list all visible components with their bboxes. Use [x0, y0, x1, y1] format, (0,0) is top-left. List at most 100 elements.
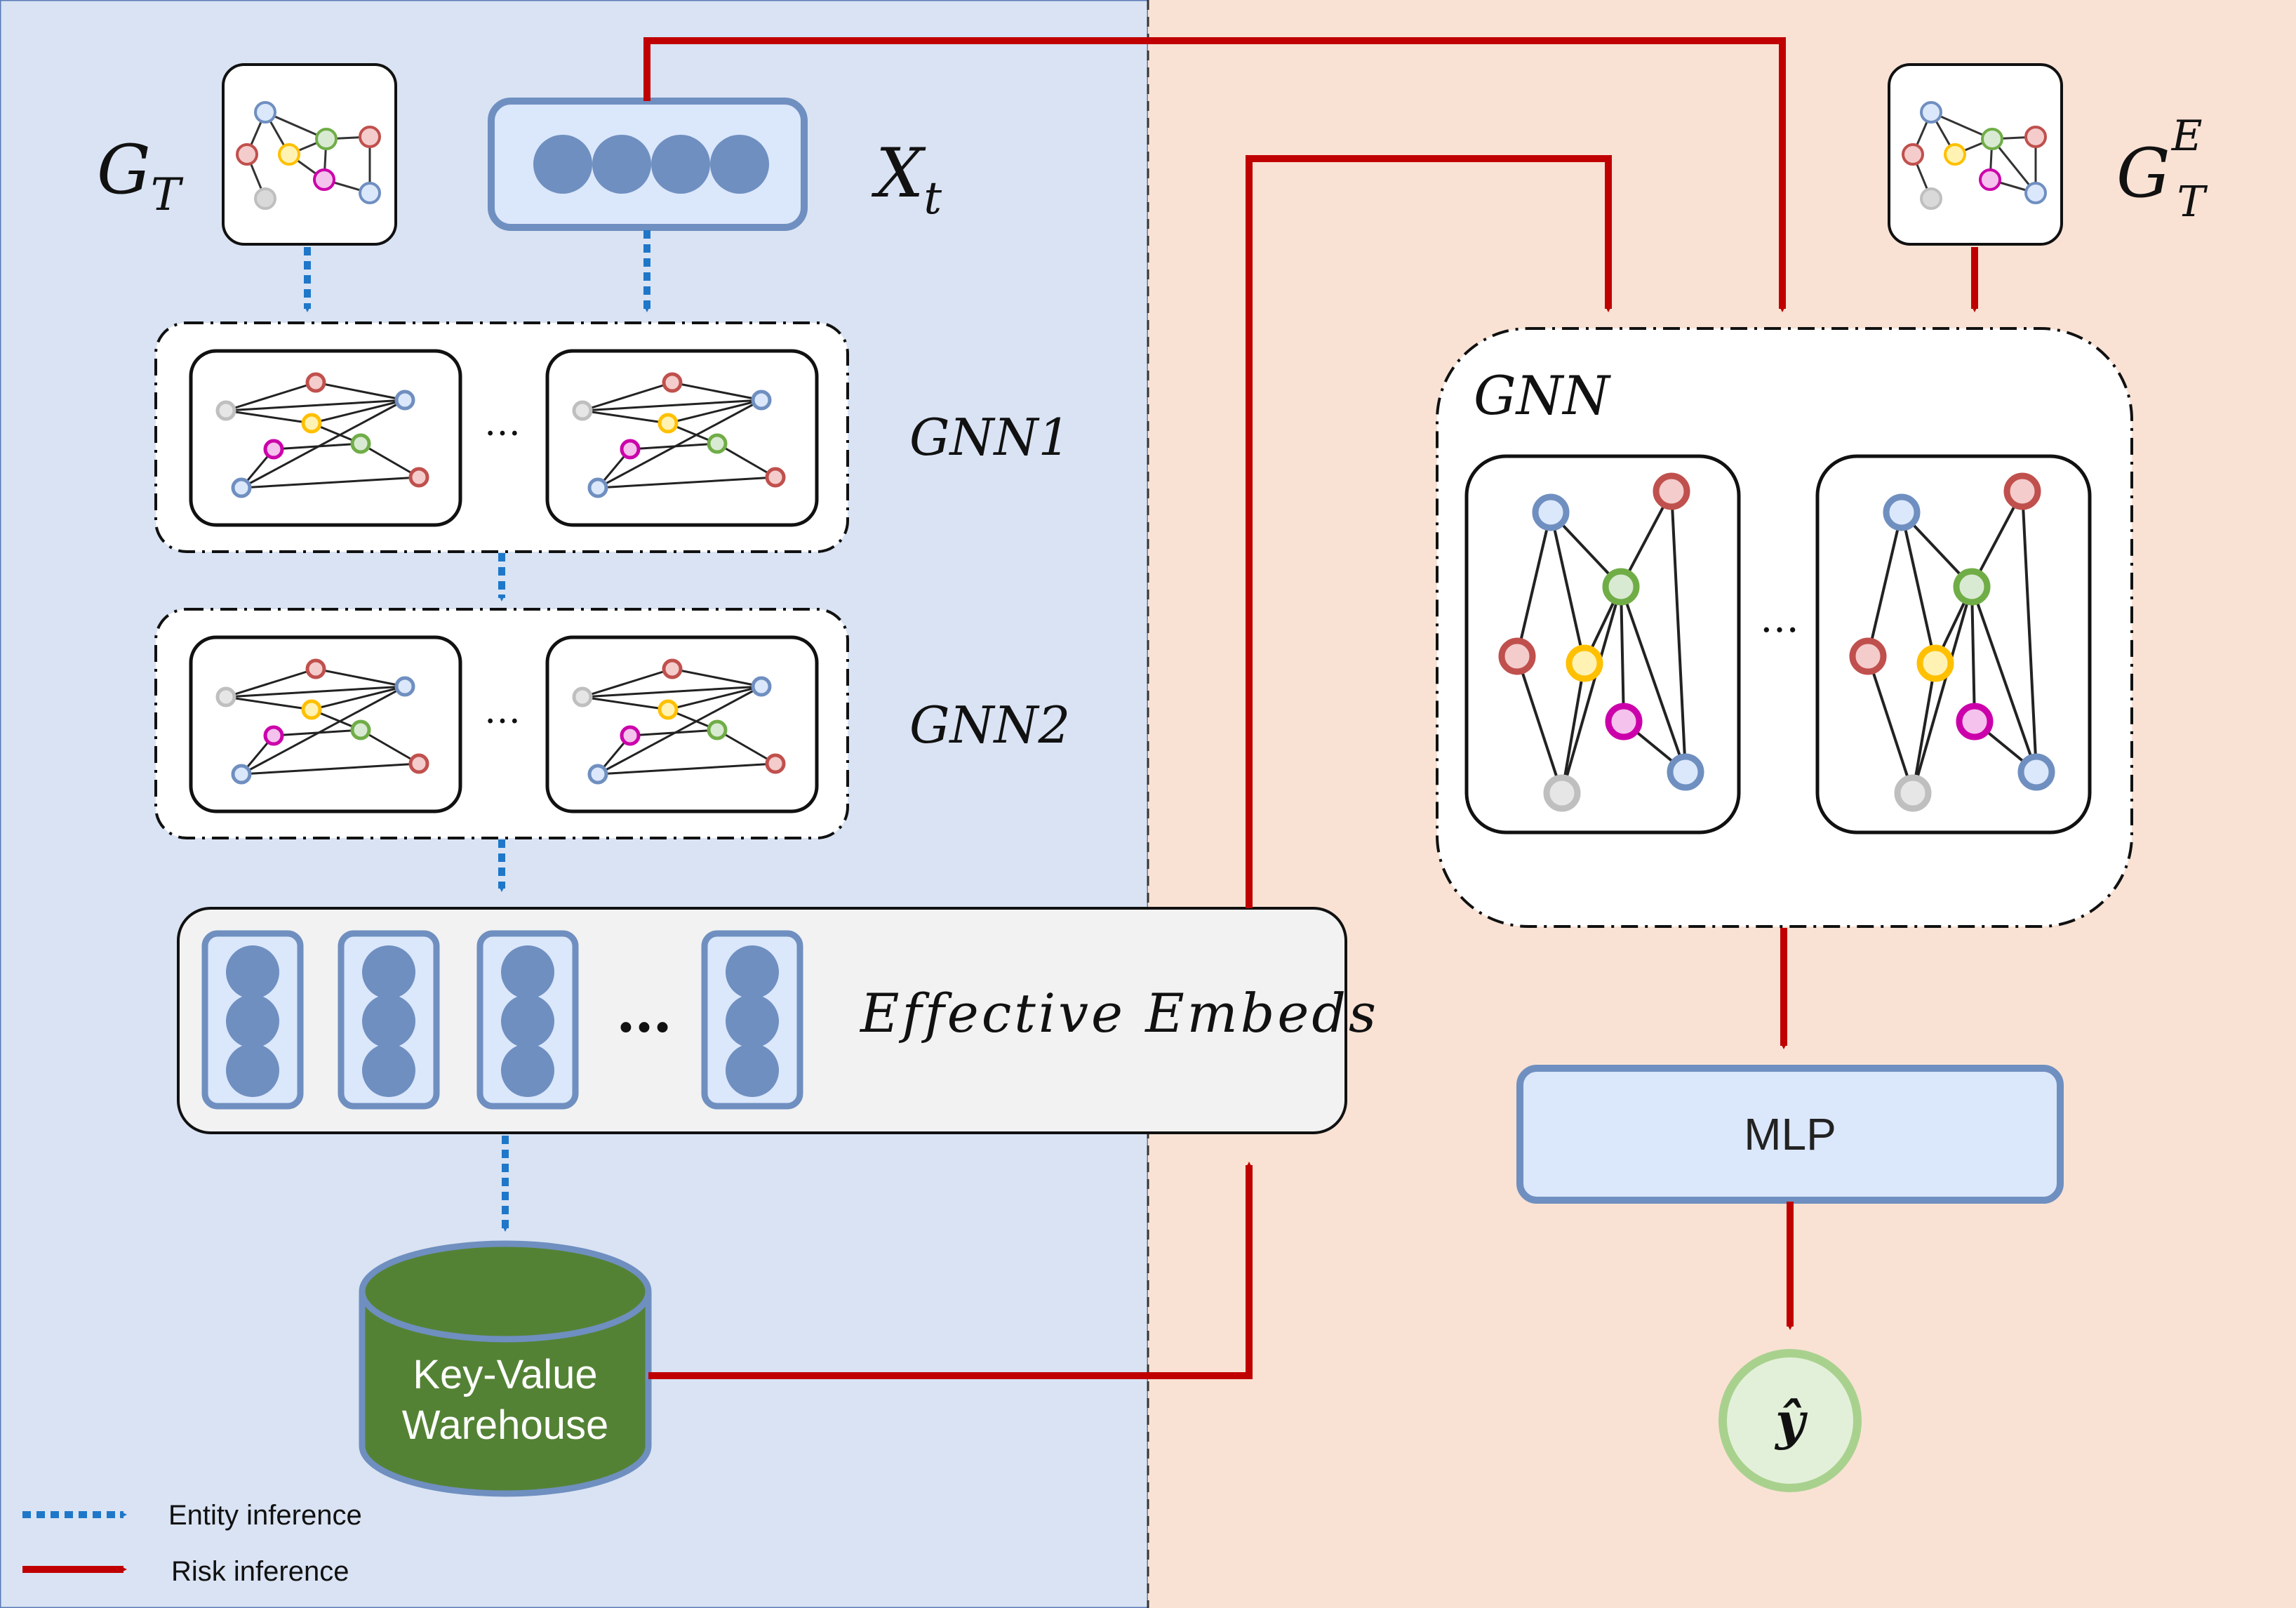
graph-edge [716, 729, 776, 765]
graph-edge [597, 762, 776, 776]
embedding-vector [338, 930, 440, 1110]
embedding-vector [201, 930, 304, 1110]
warehouse-label-line2: Warehouse [402, 1402, 608, 1448]
key-value-warehouse [359, 1240, 652, 1497]
graph-edge [360, 729, 420, 765]
graph-node [408, 467, 429, 488]
graph-label-gt: GT [97, 131, 184, 221]
graph-node [231, 764, 252, 785]
graph-node [1605, 703, 1643, 740]
embedding-vectors [201, 930, 803, 1110]
graph-edge [225, 409, 312, 425]
graph-edge [582, 667, 673, 698]
graph-edge [667, 685, 762, 711]
graph-node [350, 719, 371, 740]
graph-edge [225, 696, 312, 711]
graph-edge [716, 442, 776, 479]
graph-node [1667, 753, 1704, 791]
graph-node [350, 433, 371, 454]
graph-edge [1970, 586, 2038, 773]
graph-node [1916, 644, 1954, 682]
graph-edge [1970, 586, 1976, 722]
graph-node [658, 413, 679, 434]
gnn1-graph-a [189, 349, 462, 527]
graph-node [658, 699, 679, 720]
graph-node [394, 390, 415, 411]
graph-edge [2021, 491, 2038, 773]
graph-node [301, 413, 322, 434]
graph-edge [582, 381, 673, 412]
gnn1-ellipsis: … [484, 402, 521, 444]
graph-node [587, 764, 608, 785]
graph-edge [241, 476, 420, 489]
graph-edge [667, 399, 762, 425]
graph-edge [225, 667, 316, 698]
graph-edge [241, 685, 406, 776]
graph-edge [1867, 512, 1903, 657]
graph-edge [1549, 512, 1586, 664]
graph-edge [225, 685, 406, 698]
graph-node [408, 753, 429, 774]
graph-edge [1516, 656, 1563, 794]
graph-card [189, 349, 462, 527]
risk-gnn-label: GNN [1474, 364, 1611, 427]
graph-node [1532, 493, 1570, 531]
graph-card [1464, 454, 1741, 835]
graph-node [765, 467, 786, 488]
graph-edge [311, 399, 406, 425]
enriched-graph-icon [1902, 101, 2047, 210]
graph-edge [1670, 491, 1687, 773]
legend-entity-label: Entity inference [168, 1500, 362, 1531]
gnn2-ellipsis: … [484, 690, 521, 732]
graph-node [301, 699, 322, 720]
embedding-vector [701, 930, 803, 1110]
warehouse-label-line1: Key-Value [413, 1352, 597, 1397]
risk-arrow-features-to-gnn [643, 37, 1786, 312]
graph-node [231, 477, 252, 498]
graph-node [2003, 472, 2041, 510]
graph-node [305, 372, 326, 393]
graph-node [620, 439, 641, 460]
graph-node [1653, 472, 1690, 510]
graph-node [1849, 637, 1887, 675]
graph-edge [1911, 663, 1937, 794]
graph-edge [1620, 586, 1625, 722]
graph-edge [1900, 512, 1937, 664]
graph-node [662, 372, 683, 393]
legend-risk-label: Risk inference [171, 1556, 349, 1587]
graph-edge [241, 399, 406, 489]
graph-edge [582, 399, 762, 412]
risk-gnn-graph-a [1464, 454, 1741, 835]
mlp-block [1516, 1065, 2064, 1204]
gnn1-graph-b [545, 349, 819, 527]
graph-node [2017, 753, 2055, 791]
gnn2-label: GNN2 [909, 696, 1070, 755]
legend: Entity inference Risk inference [22, 1500, 362, 1587]
risk-gnn-graph-b [1815, 454, 2092, 835]
prediction-output-node [1718, 1349, 1862, 1492]
graph-node [751, 676, 772, 697]
graph-node [1894, 774, 1932, 812]
input-graph-icon [236, 101, 381, 210]
gnn2-graph-b [545, 635, 819, 813]
embeds-ellipsis: … [616, 979, 672, 1045]
graph-card [189, 635, 462, 813]
risk-arrow-warehouse-to-embeds [648, 1162, 1253, 1379]
graph-node [662, 658, 683, 679]
graph-edge [1911, 586, 1973, 794]
graph-node [394, 676, 415, 697]
graph-edge [672, 667, 762, 688]
graph-edge [1620, 586, 1687, 773]
graph-edge [1516, 512, 1552, 657]
gnn2-graph-a [189, 635, 462, 813]
prediction-output-label: ŷ [1774, 1391, 1808, 1451]
graph-card [1815, 454, 2092, 835]
graph-node [1602, 568, 1640, 606]
gnn1-label: GNN1 [909, 408, 1070, 467]
risk-gnn-ellipsis: … [1760, 596, 1799, 642]
graph-node [751, 390, 772, 411]
graph-node [305, 658, 326, 679]
graph-node [1566, 644, 1603, 682]
graph-card [545, 635, 819, 813]
